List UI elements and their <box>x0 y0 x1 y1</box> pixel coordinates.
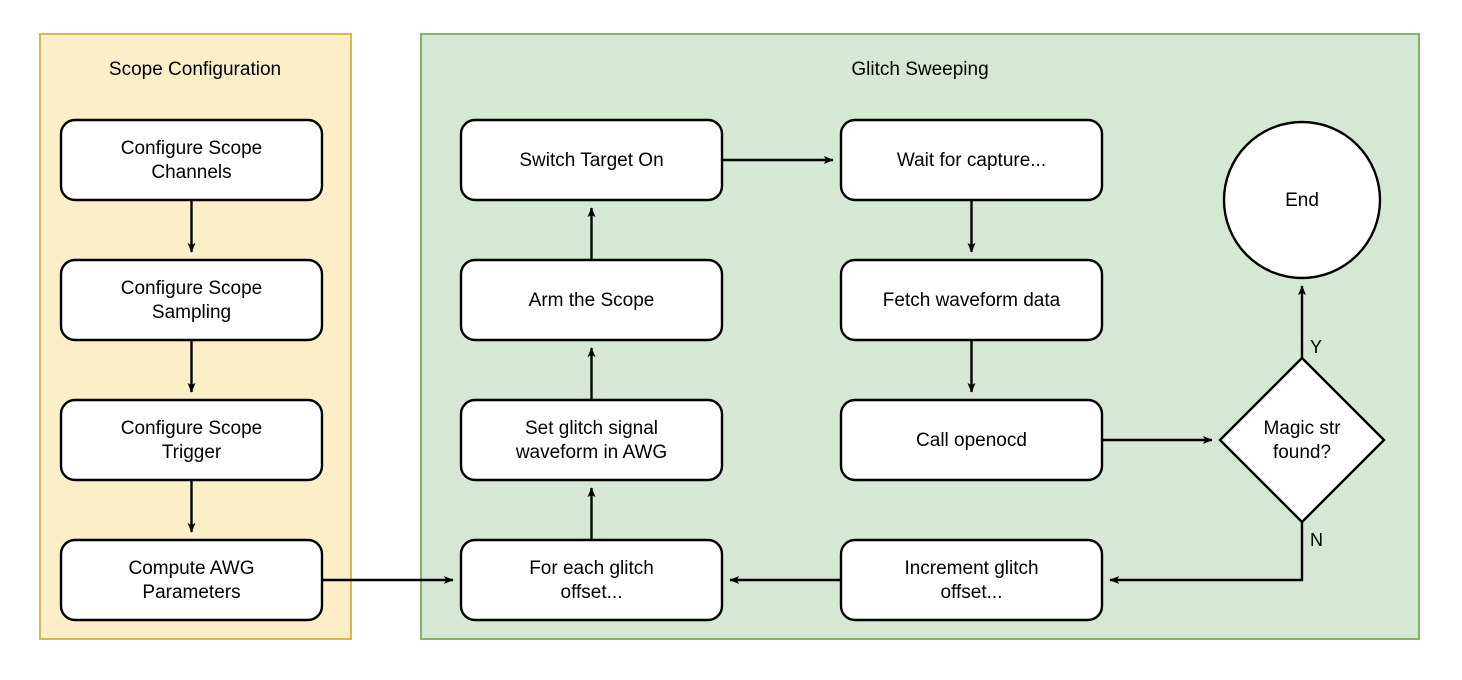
node-arm-the-scope-line1: Arm the Scope <box>529 290 655 311</box>
node-for-each-glitch-offset-rect[interactable] <box>459 538 724 622</box>
node-configure-scope-channels[interactable]: Configure Scope Channels <box>59 118 324 202</box>
node-call-openocd[interactable]: Call openocd <box>839 398 1104 482</box>
node-increment-glitch-offset-line2: offset... <box>941 582 1003 603</box>
node-increment-glitch-offset-line1: Increment glitch <box>904 558 1038 579</box>
node-switch-target-on[interactable]: Switch Target On <box>459 118 724 202</box>
node-configure-scope-trigger-line1: Configure Scope <box>121 418 263 439</box>
node-call-openocd-rect[interactable] <box>839 398 1104 482</box>
node-configure-scope-trigger-line2: Trigger <box>162 442 222 463</box>
node-set-glitch-signal-waveform-line2: waveform in AWG <box>515 442 667 463</box>
node-configure-scope-sampling-line2: Sampling <box>152 302 231 323</box>
node-configure-scope-trigger-rect[interactable] <box>59 398 324 482</box>
node-end-label: End <box>1285 190 1319 211</box>
node-increment-glitch-offset[interactable]: Increment glitch offset... <box>839 538 1104 622</box>
node-configure-scope-channels-line2: Channels <box>151 162 231 183</box>
node-increment-glitch-offset-rect[interactable] <box>839 538 1104 622</box>
node-wait-for-capture-rect[interactable] <box>839 118 1104 202</box>
node-configure-scope-sampling[interactable]: Configure Scope Sampling <box>59 258 324 342</box>
node-for-each-glitch-offset-line2: offset... <box>561 582 623 603</box>
edges-layer: Y N <box>187 156 1323 584</box>
node-configure-scope-channels-rect[interactable] <box>59 118 324 202</box>
node-arm-the-scope[interactable]: Arm the Scope <box>459 258 724 342</box>
node-set-glitch-signal-waveform[interactable]: Set glitch signal waveform in AWG <box>459 398 724 482</box>
edge-magic-to-increment <box>1109 522 1304 584</box>
node-wait-for-capture[interactable]: Wait for capture... <box>839 118 1104 202</box>
node-end[interactable]: End <box>1222 120 1382 280</box>
node-magic-str-found-line1: Magic str <box>1263 418 1341 439</box>
node-magic-str-found-line2: found? <box>1273 442 1331 463</box>
node-compute-awg-parameters-rect[interactable] <box>59 538 324 622</box>
node-magic-str-found-diamond[interactable] <box>1218 356 1386 524</box>
node-arm-the-scope-rect[interactable] <box>459 258 724 342</box>
node-switch-target-on-line1: Switch Target On <box>519 150 663 171</box>
node-fetch-waveform-data-rect[interactable] <box>839 258 1104 342</box>
node-configure-scope-sampling-line1: Configure Scope <box>121 278 263 299</box>
node-compute-awg-parameters-line1: Compute AWG <box>128 558 254 579</box>
node-magic-str-found[interactable]: Magic str found? <box>1218 356 1386 524</box>
node-end-circle[interactable] <box>1222 120 1382 280</box>
node-set-glitch-signal-waveform-line1: Set glitch signal <box>525 418 658 439</box>
node-configure-scope-channels-line1: Configure Scope <box>121 138 263 159</box>
node-compute-awg-parameters[interactable]: Compute AWG Parameters <box>59 538 324 622</box>
node-fetch-waveform-data[interactable]: Fetch waveform data <box>839 258 1104 342</box>
node-fetch-waveform-data-line1: Fetch waveform data <box>883 290 1061 311</box>
node-configure-scope-trigger[interactable]: Configure Scope Trigger <box>59 398 324 482</box>
node-for-each-glitch-offset-line1: For each glitch <box>529 558 654 579</box>
group-glitch-sweeping-title: Glitch Sweeping <box>851 59 988 80</box>
node-compute-awg-parameters-line2: Parameters <box>142 582 240 603</box>
node-configure-scope-sampling-rect[interactable] <box>59 258 324 342</box>
group-scope-configuration-title: Scope Configuration <box>109 59 281 80</box>
node-for-each-glitch-offset[interactable]: For each glitch offset... <box>459 538 724 622</box>
node-set-glitch-signal-waveform-rect[interactable] <box>459 398 724 482</box>
edge-label-no: N <box>1310 530 1323 550</box>
node-wait-for-capture-line1: Wait for capture... <box>897 150 1046 171</box>
node-switch-target-on-rect[interactable] <box>459 118 724 202</box>
edge-label-yes: Y <box>1310 337 1322 357</box>
node-call-openocd-line1: Call openocd <box>916 430 1027 451</box>
